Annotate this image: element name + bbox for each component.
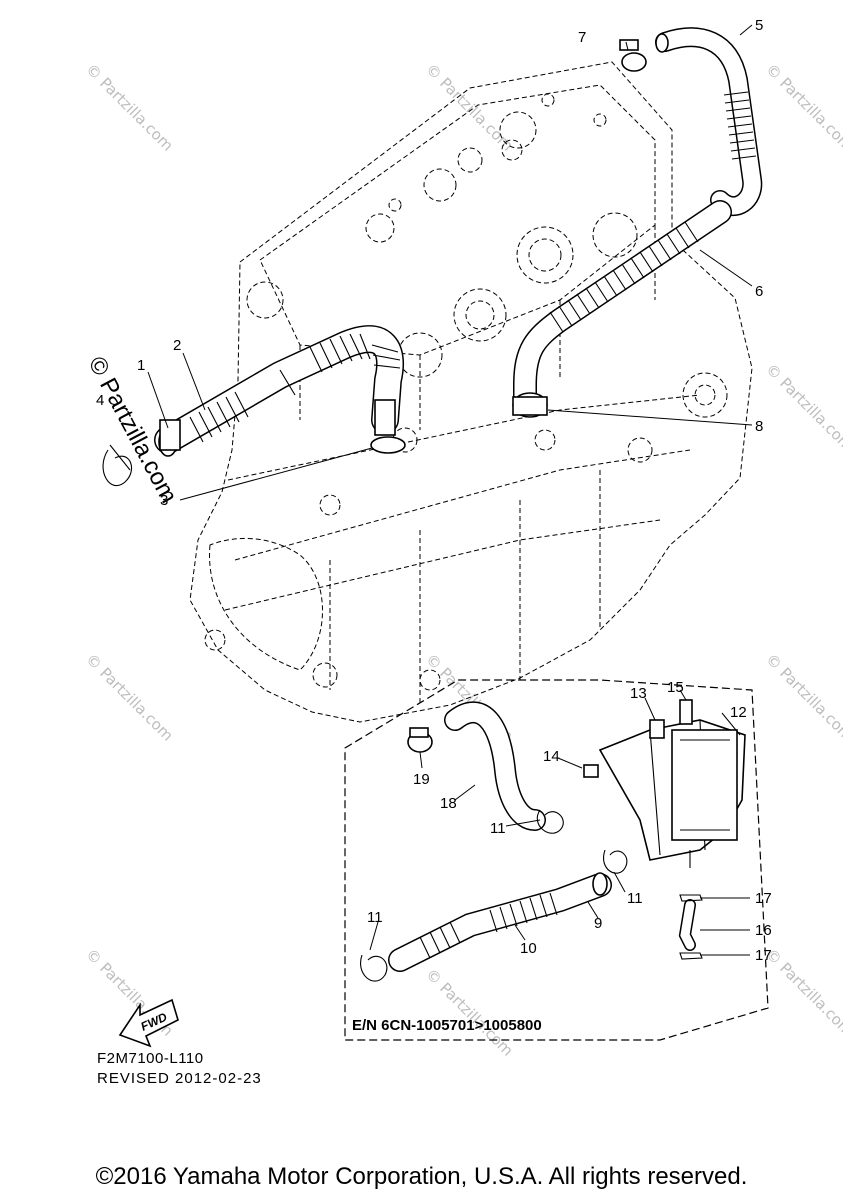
callout-11: 11 <box>490 820 506 837</box>
clip-17-upper <box>679 894 703 902</box>
inset-boundary <box>344 679 769 1041</box>
callout-4: 4 <box>96 392 104 409</box>
callout-11: 11 <box>627 890 643 907</box>
watermark: © Partzilla.com <box>762 360 843 455</box>
hose-2 <box>154 325 405 457</box>
callout-11: 11 <box>367 909 383 926</box>
leader-lines <box>147 24 753 956</box>
watermark: © Partzilla.com <box>762 60 843 155</box>
engine-block <box>189 61 753 723</box>
callout-9: 9 <box>594 915 602 932</box>
callout-2: 2 <box>173 337 181 354</box>
hose-9 <box>592 872 608 896</box>
oil-cooler-12 <box>598 719 746 868</box>
callout-1: 1 <box>137 357 145 374</box>
watermark: © Partzilla.com <box>762 650 843 745</box>
callout-19: 19 <box>413 771 430 788</box>
callout-18: 18 <box>440 795 457 812</box>
watermark: © Partzilla.com <box>82 650 177 745</box>
hose-16 <box>678 899 696 951</box>
pipe-1 <box>159 419 181 451</box>
callout-17: 17 <box>755 947 772 964</box>
bolt-14 <box>583 764 599 778</box>
clamp-8 <box>512 392 548 418</box>
callout-5: 5 <box>755 17 763 34</box>
callout-10: 10 <box>520 940 537 957</box>
revision-date: REVISED 2012-02-23 <box>97 1070 262 1087</box>
hose-18 <box>444 701 546 831</box>
callout-6: 6 <box>755 283 763 300</box>
callout-12: 12 <box>730 704 747 721</box>
hose-5 <box>655 27 763 216</box>
hose-10 <box>388 873 612 972</box>
drawing-id: F2M7100-L110 <box>97 1050 204 1067</box>
callout-13: 13 <box>630 685 647 702</box>
clip-11-upper <box>536 809 564 834</box>
clamp-19 <box>407 727 433 753</box>
inset-label: E/N 6CN-1005701>1005800 <box>352 1017 542 1034</box>
callout-17: 17 <box>755 890 772 907</box>
clamp-7 <box>619 39 647 72</box>
copyright: ©2016 Yamaha Motor Corporation, U.S.A. A… <box>95 1163 748 1190</box>
callout-3: 3 <box>160 492 168 509</box>
fitting-13 <box>649 719 665 739</box>
clip-4 <box>102 444 133 487</box>
watermark: © Partzilla.com <box>422 60 517 155</box>
hose-6 <box>513 200 732 412</box>
watermark: © Partzilla.com <box>422 965 517 1060</box>
callout-15: 15 <box>667 679 684 696</box>
callout-16: 16 <box>755 922 772 939</box>
watermark: © Partzilla.com <box>762 945 843 1040</box>
watermark: © Partzilla.com <box>82 60 177 155</box>
o-ring-3 <box>370 399 406 454</box>
clip-11-lower <box>360 954 388 982</box>
callout-7: 7 <box>578 29 586 46</box>
clip-17-lower <box>679 952 703 960</box>
fitting-15 <box>679 699 693 725</box>
clip-11-right <box>603 849 628 874</box>
callout-14: 14 <box>543 748 560 765</box>
callouts: 1 2 3 4 5 6 7 8 9 10 11 11 11 12 13 14 1… <box>96 17 772 964</box>
callout-8: 8 <box>755 418 763 435</box>
